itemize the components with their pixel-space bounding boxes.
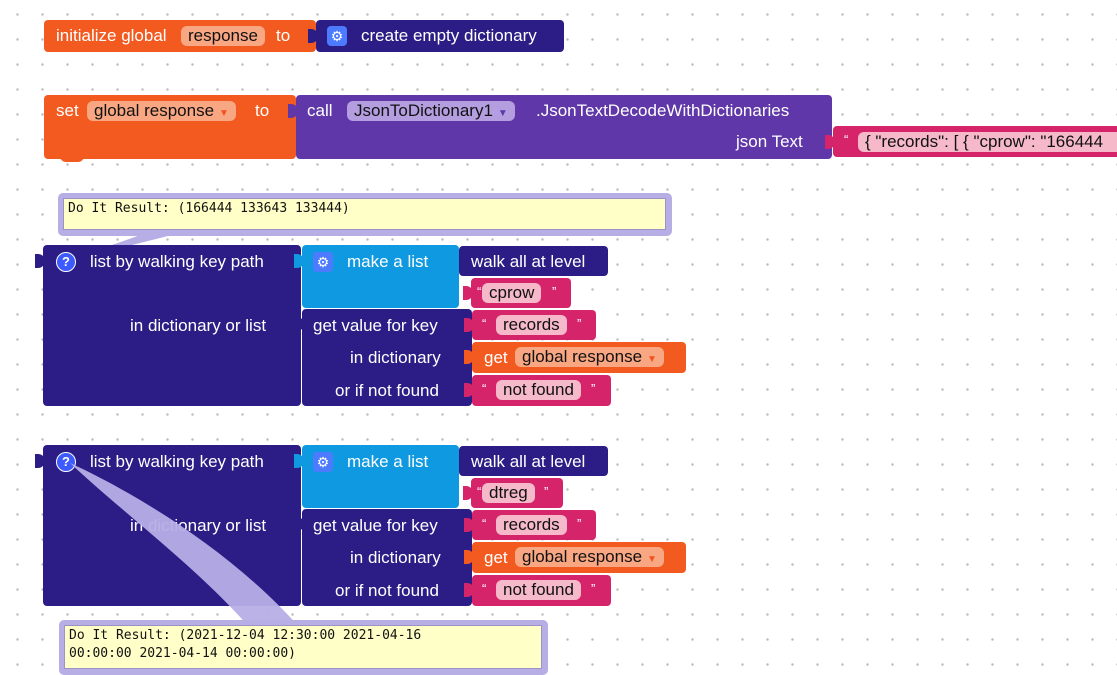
get-label: get — [484, 548, 508, 567]
call-label: call — [307, 101, 333, 120]
in-dictionary-label: in dictionary — [350, 548, 441, 567]
socket-connector — [825, 135, 835, 149]
gear-icon[interactable]: ⚙ — [313, 452, 333, 472]
next-connector-tab — [60, 154, 84, 162]
open-quote-icon: “ — [844, 132, 849, 147]
socket-connector — [464, 350, 474, 364]
to-label: to — [255, 101, 270, 120]
set-variable-dropdown[interactable]: global response ▼ — [87, 101, 236, 121]
key-value-field[interactable]: cprow — [482, 283, 542, 303]
close-quote-icon: ” — [552, 284, 557, 299]
socket-connector — [288, 104, 298, 118]
socket-connector — [464, 518, 474, 532]
records-value-field[interactable]: records — [496, 515, 567, 535]
close-quote-icon: ” — [544, 484, 549, 499]
global-variable-name-field[interactable]: response — [181, 26, 265, 46]
socket-connector — [464, 318, 474, 332]
json-text-value-field[interactable]: { "records": [ { "cprow": "166444 — [858, 132, 1117, 152]
socket-connector — [464, 383, 474, 397]
gear-icon[interactable]: ⚙ — [313, 252, 333, 272]
socket-connector — [294, 254, 304, 268]
result-bubble-frame: Do It Result: (166444 133643 133444) — [58, 193, 672, 236]
do-it-result-text[interactable]: Do It Result: (166444 133643 133444) — [63, 198, 666, 230]
get-variable-dropdown[interactable]: global response ▼ — [515, 547, 664, 567]
or-if-not-found-label: or if not found — [335, 381, 439, 400]
open-quote-icon: “ — [482, 381, 487, 396]
or-if-not-found-label: or if not found — [335, 581, 439, 600]
socket-connector — [308, 29, 318, 43]
open-quote-icon: “ — [477, 484, 482, 499]
socket-connector — [463, 286, 473, 300]
walk-all-at-level-label: walk all at level — [471, 252, 586, 271]
get-label: get — [484, 348, 508, 367]
chevron-down-icon: ▼ — [497, 108, 508, 119]
key-value-field[interactable]: dtreg — [482, 483, 535, 503]
records-value-field[interactable]: records — [496, 315, 567, 335]
get-variable-dropdown-value: global response — [522, 347, 643, 366]
help-icon[interactable]: ? — [56, 252, 76, 272]
walk-all-at-level-label: walk all at level — [471, 452, 586, 471]
socket-connector — [294, 317, 304, 331]
close-quote-icon: ” — [591, 381, 596, 396]
get-variable-dropdown-value: global response — [522, 547, 643, 566]
not-found-value-field[interactable]: not found — [496, 380, 581, 400]
open-quote-icon: “ — [477, 284, 482, 299]
output-connector — [35, 454, 45, 468]
chevron-down-icon: ▼ — [647, 554, 657, 565]
set-label: set — [56, 101, 79, 120]
open-quote-icon: “ — [482, 316, 487, 331]
do-it-result-text[interactable]: Do It Result: (2021-12-04 12:30:00 2021-… — [64, 625, 542, 669]
chevron-down-icon: ▼ — [647, 354, 657, 365]
gear-icon[interactable]: ⚙ — [327, 26, 347, 46]
socket-connector — [464, 583, 474, 597]
socket-connector — [463, 486, 473, 500]
json-text-arg-label: json Text — [736, 132, 803, 151]
component-dropdown[interactable]: JsonToDictionary1 ▼ — [347, 101, 515, 121]
get-value-for-key-label: get value for key — [313, 316, 438, 335]
close-quote-icon: ” — [577, 516, 582, 531]
open-quote-icon: “ — [482, 581, 487, 596]
method-name-label: .JsonTextDecodeWithDictionaries — [536, 101, 790, 120]
in-dictionary-label: in dictionary — [350, 348, 441, 367]
in-dictionary-or-list-label: in dictionary or list — [130, 316, 267, 335]
socket-connector — [294, 454, 304, 468]
make-a-list-label: make a list — [347, 252, 429, 271]
component-dropdown-value: JsonToDictionary1 — [354, 101, 493, 120]
socket-connector — [464, 550, 474, 564]
get-value-for-key-label: get value for key — [313, 516, 438, 535]
list-by-walking-key-path-label: list by walking key path — [90, 252, 264, 271]
create-empty-dictionary-label: create empty dictionary — [361, 26, 537, 45]
chevron-down-icon: ▼ — [219, 108, 229, 119]
not-found-value-field[interactable]: not found — [496, 580, 581, 600]
result-bubble-frame: Do It Result: (2021-12-04 12:30:00 2021-… — [59, 620, 548, 675]
output-connector — [35, 254, 45, 268]
close-quote-icon: ” — [577, 316, 582, 331]
make-a-list-label: make a list — [347, 452, 429, 471]
list-by-walking-key-path-label: list by walking key path — [90, 452, 264, 471]
open-quote-icon: “ — [482, 516, 487, 531]
help-icon[interactable]: ? — [56, 452, 76, 472]
close-quote-icon: ” — [591, 581, 596, 596]
get-variable-dropdown[interactable]: global response ▼ — [515, 347, 664, 367]
socket-connector — [294, 517, 304, 531]
to-label: to — [276, 26, 291, 45]
set-variable-dropdown-value: global response — [94, 101, 215, 120]
initialize-global-label: initialize global — [56, 26, 167, 45]
